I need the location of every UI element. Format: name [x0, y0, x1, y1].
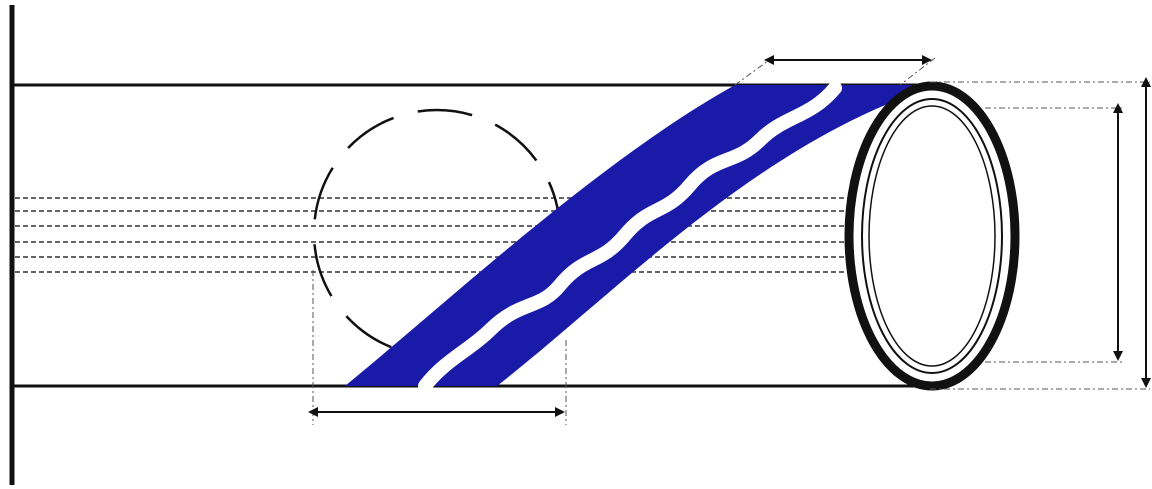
spiral-band	[345, 85, 940, 386]
wave-stripe	[418, 81, 842, 393]
end-ellipse	[844, 81, 1020, 391]
guide-line	[899, 57, 936, 86]
dashed-lines	[15, 197, 850, 273]
guide-line	[734, 57, 773, 86]
